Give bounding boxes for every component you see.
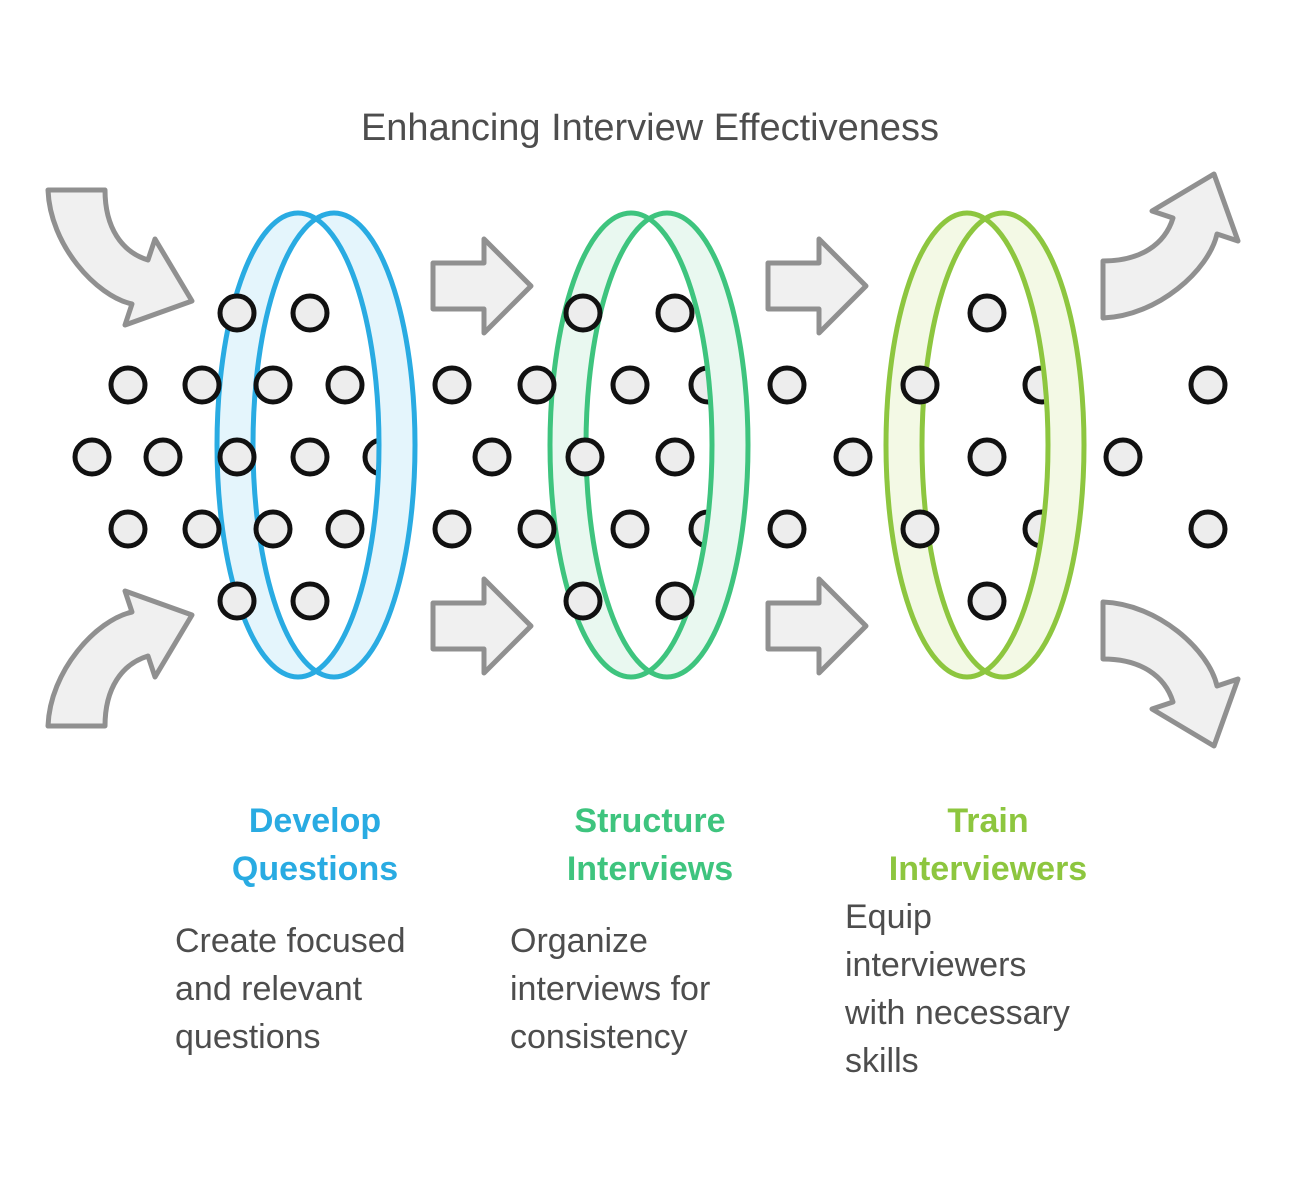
dot bbox=[1188, 365, 1228, 405]
dot bbox=[767, 509, 807, 549]
dot bbox=[217, 581, 257, 621]
curved-arrow-top-right-icon bbox=[1103, 174, 1238, 318]
stage-description-line: interviewers bbox=[845, 946, 1026, 984]
dot bbox=[1103, 437, 1143, 477]
stage-heading-line: Interviewers bbox=[889, 850, 1087, 888]
dot bbox=[610, 509, 650, 549]
stage-heading-line: Develop bbox=[249, 802, 381, 840]
stage-description-line: questions bbox=[175, 1018, 321, 1056]
stage-description-line: Organize bbox=[510, 922, 648, 960]
dot bbox=[432, 365, 472, 405]
dot bbox=[325, 509, 365, 549]
stage-label-develop-questions: Develop Questions Create focused and rel… bbox=[175, 802, 406, 1056]
dot bbox=[217, 293, 257, 333]
stage-description-line: and relevant bbox=[175, 970, 363, 1008]
dot bbox=[517, 365, 557, 405]
dot bbox=[563, 293, 603, 333]
dot bbox=[108, 509, 148, 549]
dot bbox=[1188, 509, 1228, 549]
dot bbox=[610, 365, 650, 405]
dot bbox=[517, 509, 557, 549]
dot bbox=[655, 293, 695, 333]
stage-heading-line: Train bbox=[947, 802, 1028, 840]
dot bbox=[108, 365, 148, 405]
page-title: Enhancing Interview Effectiveness bbox=[361, 107, 939, 149]
stage-description-line: interviews for bbox=[510, 970, 710, 1008]
curved-arrow-bottom-right-icon bbox=[1103, 602, 1238, 746]
dot bbox=[432, 509, 472, 549]
dot bbox=[253, 365, 293, 405]
straight-arrow-top-second-gap-icon bbox=[768, 239, 866, 333]
stage-label-train-interviewers: Train Interviewers Equip interviewers wi… bbox=[844, 802, 1087, 1080]
stage-heading-line: Questions bbox=[232, 850, 398, 888]
dot bbox=[565, 437, 605, 477]
dot bbox=[72, 437, 112, 477]
dot bbox=[290, 581, 330, 621]
dot bbox=[900, 365, 940, 405]
dot bbox=[833, 437, 873, 477]
stage-description-line: Equip bbox=[845, 898, 932, 936]
dot bbox=[143, 437, 183, 477]
straight-arrow-top-first-gap-icon bbox=[433, 239, 531, 333]
straight-arrow-bottom-second-gap-icon bbox=[768, 579, 866, 673]
dot bbox=[290, 437, 330, 477]
curved-arrow-top-left-icon bbox=[48, 190, 192, 325]
dot bbox=[217, 437, 257, 477]
stage-description-line: consistency bbox=[510, 1018, 688, 1056]
dot bbox=[563, 581, 603, 621]
dot bbox=[655, 581, 695, 621]
dot bbox=[967, 437, 1007, 477]
stage-description-line: with necessary bbox=[844, 994, 1070, 1032]
dot bbox=[290, 293, 330, 333]
straight-arrow-bottom-first-gap-icon bbox=[433, 579, 531, 673]
dot bbox=[253, 509, 293, 549]
dot bbox=[472, 437, 512, 477]
dot bbox=[967, 581, 1007, 621]
stage-heading-line: Interviews bbox=[567, 850, 733, 888]
dot bbox=[900, 509, 940, 549]
dot bbox=[767, 365, 807, 405]
dot bbox=[182, 365, 222, 405]
dot bbox=[967, 293, 1007, 333]
dot bbox=[325, 365, 365, 405]
dot bbox=[182, 509, 222, 549]
dot-field-front bbox=[72, 293, 1228, 621]
curved-arrow-bottom-left-icon bbox=[48, 591, 192, 726]
stage-heading-line: Structure bbox=[574, 802, 725, 840]
lens-layer bbox=[217, 213, 1084, 677]
stage-label-structure-interviews: Structure Interviews Organize interviews… bbox=[510, 802, 733, 1056]
stage-description-line: Create focused bbox=[175, 922, 406, 960]
dot bbox=[655, 437, 695, 477]
stage-description-line: skills bbox=[845, 1042, 919, 1080]
